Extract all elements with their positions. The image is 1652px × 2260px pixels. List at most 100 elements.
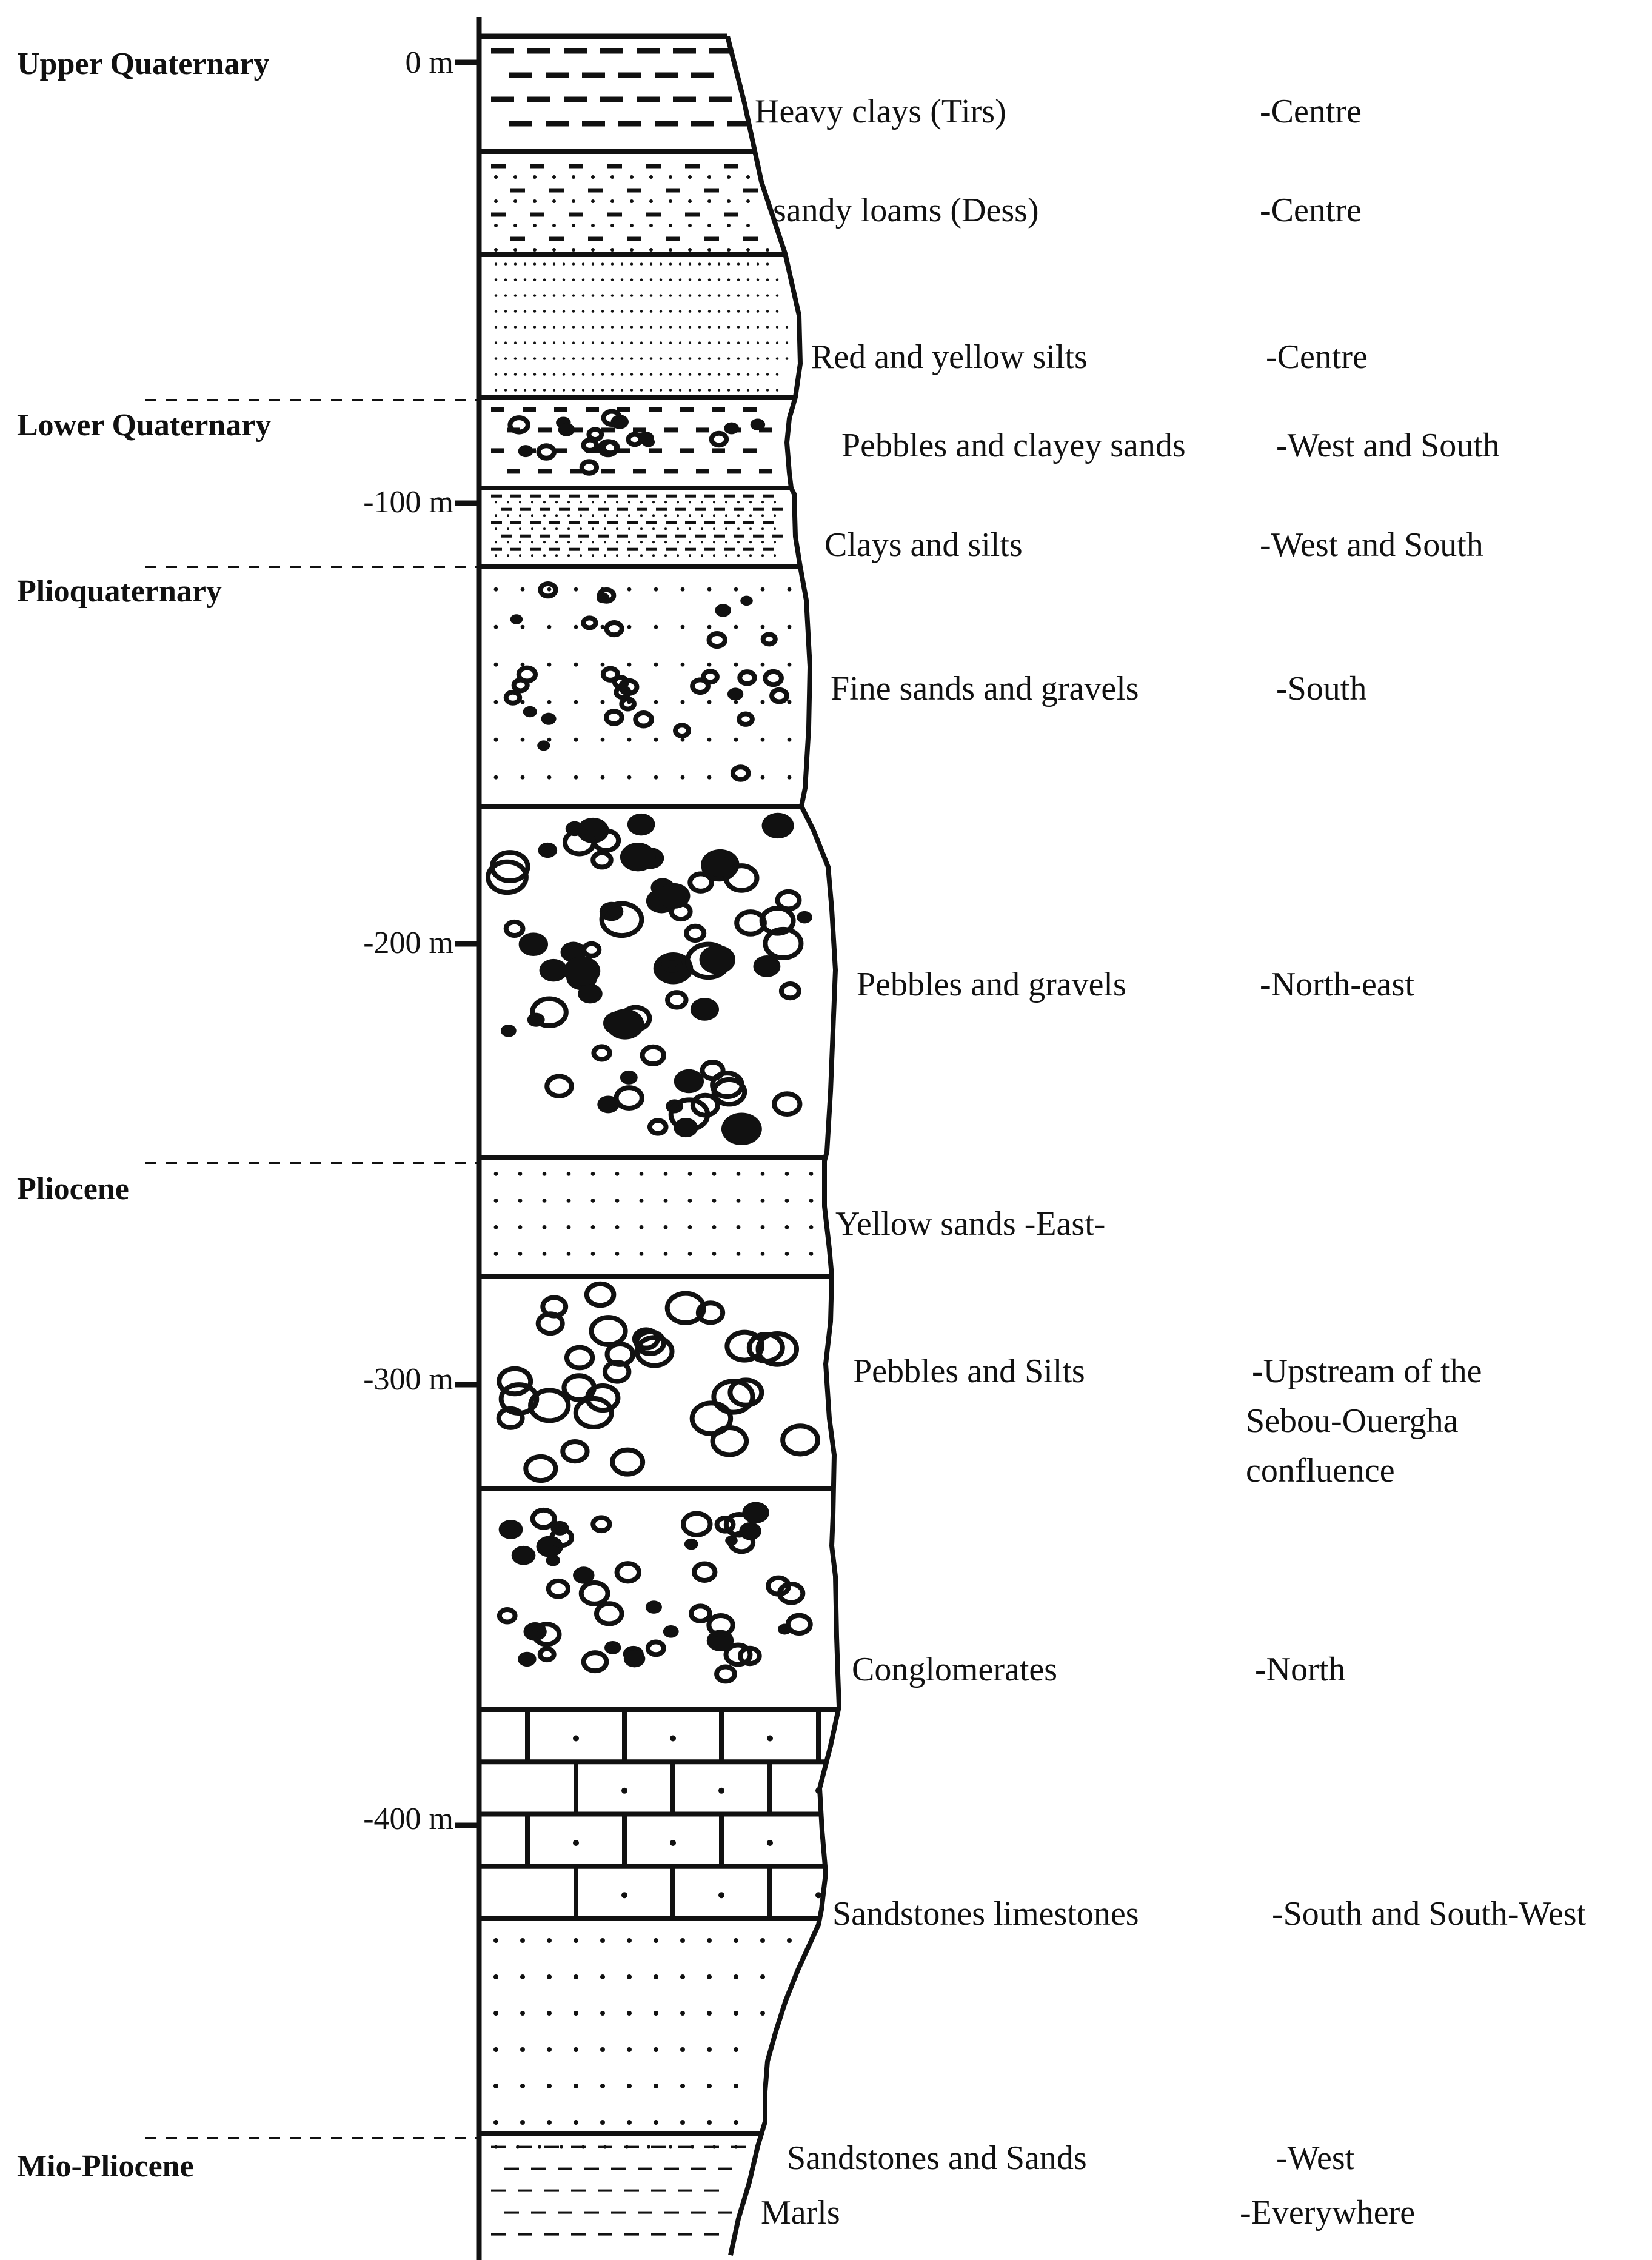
sand-dot xyxy=(592,501,594,504)
clay-dash xyxy=(491,448,504,453)
sand-dot xyxy=(591,357,595,360)
layer-fill xyxy=(491,164,769,252)
pebble xyxy=(755,1331,800,1367)
sand-dot xyxy=(756,262,760,266)
sand-dot xyxy=(652,554,655,557)
pebble xyxy=(538,581,558,599)
sand-dot xyxy=(669,341,672,344)
sand-dot xyxy=(601,389,604,392)
sand-dot xyxy=(533,310,537,313)
sand-dot xyxy=(600,737,605,742)
sand-dot xyxy=(766,294,769,297)
clay-dash xyxy=(618,121,641,127)
sand-dot xyxy=(649,175,653,179)
sand-dot xyxy=(736,1252,741,1256)
clay-dash xyxy=(510,521,521,524)
sand-dot xyxy=(727,341,731,344)
sand-dot xyxy=(552,278,556,281)
sand-dot xyxy=(610,248,614,252)
sand-dot xyxy=(727,357,731,360)
sand-dot xyxy=(698,357,701,360)
layer-fill xyxy=(494,262,789,392)
sand-dot xyxy=(562,294,566,297)
sand-dot xyxy=(654,662,658,667)
sand-dot xyxy=(543,373,546,376)
pebble xyxy=(581,615,598,630)
pebble xyxy=(562,828,597,857)
sand-dot xyxy=(572,175,575,179)
sand-dot xyxy=(664,554,667,557)
sand-dot xyxy=(678,262,682,266)
layer-location: -Centre xyxy=(1266,338,1368,376)
clay-dash xyxy=(491,2233,506,2236)
clay-dash xyxy=(617,407,630,412)
clay-dash xyxy=(718,2211,732,2214)
sand-dot xyxy=(615,1225,620,1229)
gravel-dot xyxy=(645,1600,662,1614)
gravel-dot xyxy=(797,911,812,924)
sand-dot xyxy=(533,357,537,360)
period-label-mio-pliocene: Mio-Pliocene xyxy=(17,2149,194,2184)
clay-dash xyxy=(584,2167,599,2170)
sand-dot xyxy=(766,373,769,376)
clay-dash xyxy=(554,407,567,412)
sand-dot xyxy=(678,278,682,281)
sand-dot xyxy=(610,357,614,360)
clay-dash xyxy=(763,494,774,498)
clay-dash xyxy=(549,188,564,193)
sand-dot xyxy=(712,1252,717,1256)
sand-dot xyxy=(698,389,701,392)
pebble xyxy=(681,1511,713,1538)
sand-dot xyxy=(707,1938,712,1943)
sand-dot xyxy=(652,514,655,517)
sand-dot xyxy=(689,527,691,530)
sand-dot xyxy=(630,278,634,281)
pebble xyxy=(618,678,640,696)
pebble xyxy=(537,1646,557,1663)
sand-dot xyxy=(717,357,721,360)
sand-dot xyxy=(707,341,711,344)
sand-dot xyxy=(737,554,740,557)
clay-dash xyxy=(491,2145,506,2148)
layer-description: Yellow sands -East- xyxy=(835,1205,1105,1243)
pebble xyxy=(730,764,751,782)
sand-dot xyxy=(531,554,533,557)
sand-dot xyxy=(590,1225,595,1229)
sand-dot xyxy=(604,527,606,530)
clay-dash xyxy=(691,2167,706,2170)
sand-dot xyxy=(630,341,634,344)
gravel-dot xyxy=(518,1651,537,1667)
clay-dash xyxy=(691,121,714,127)
clay-dash xyxy=(600,48,623,54)
sand-dot xyxy=(669,278,672,281)
sand-dot xyxy=(591,175,595,179)
sand-dot xyxy=(493,624,498,629)
sand-dot xyxy=(669,262,672,266)
sand-dot xyxy=(574,775,578,780)
sand-dot xyxy=(746,357,750,360)
sand-dot xyxy=(707,775,712,780)
sand-dot xyxy=(523,373,527,376)
sand-dot xyxy=(713,501,715,504)
gravel-dot xyxy=(753,955,781,977)
sand-dot xyxy=(761,554,764,557)
sand-dot xyxy=(640,373,643,376)
sand-dot xyxy=(543,501,546,504)
sand-dot xyxy=(566,1252,571,1256)
layer-location: -West and South xyxy=(1260,526,1483,564)
sand-dot xyxy=(640,278,643,281)
sand-dot xyxy=(737,357,740,360)
sand-dot xyxy=(627,2047,632,2052)
pebble xyxy=(706,630,727,649)
sand-dot xyxy=(654,587,658,592)
clay-dash xyxy=(601,469,615,474)
sand-dot xyxy=(707,2084,712,2088)
sand-dot xyxy=(615,1252,620,1256)
layer-description: Pebbles and Silts xyxy=(853,1352,1085,1390)
sand-dot xyxy=(523,310,527,313)
sand-dot xyxy=(678,294,682,297)
sand-dot xyxy=(555,541,558,544)
pebble xyxy=(723,863,760,893)
clay-dash xyxy=(520,534,531,538)
sand-dot xyxy=(713,554,715,557)
